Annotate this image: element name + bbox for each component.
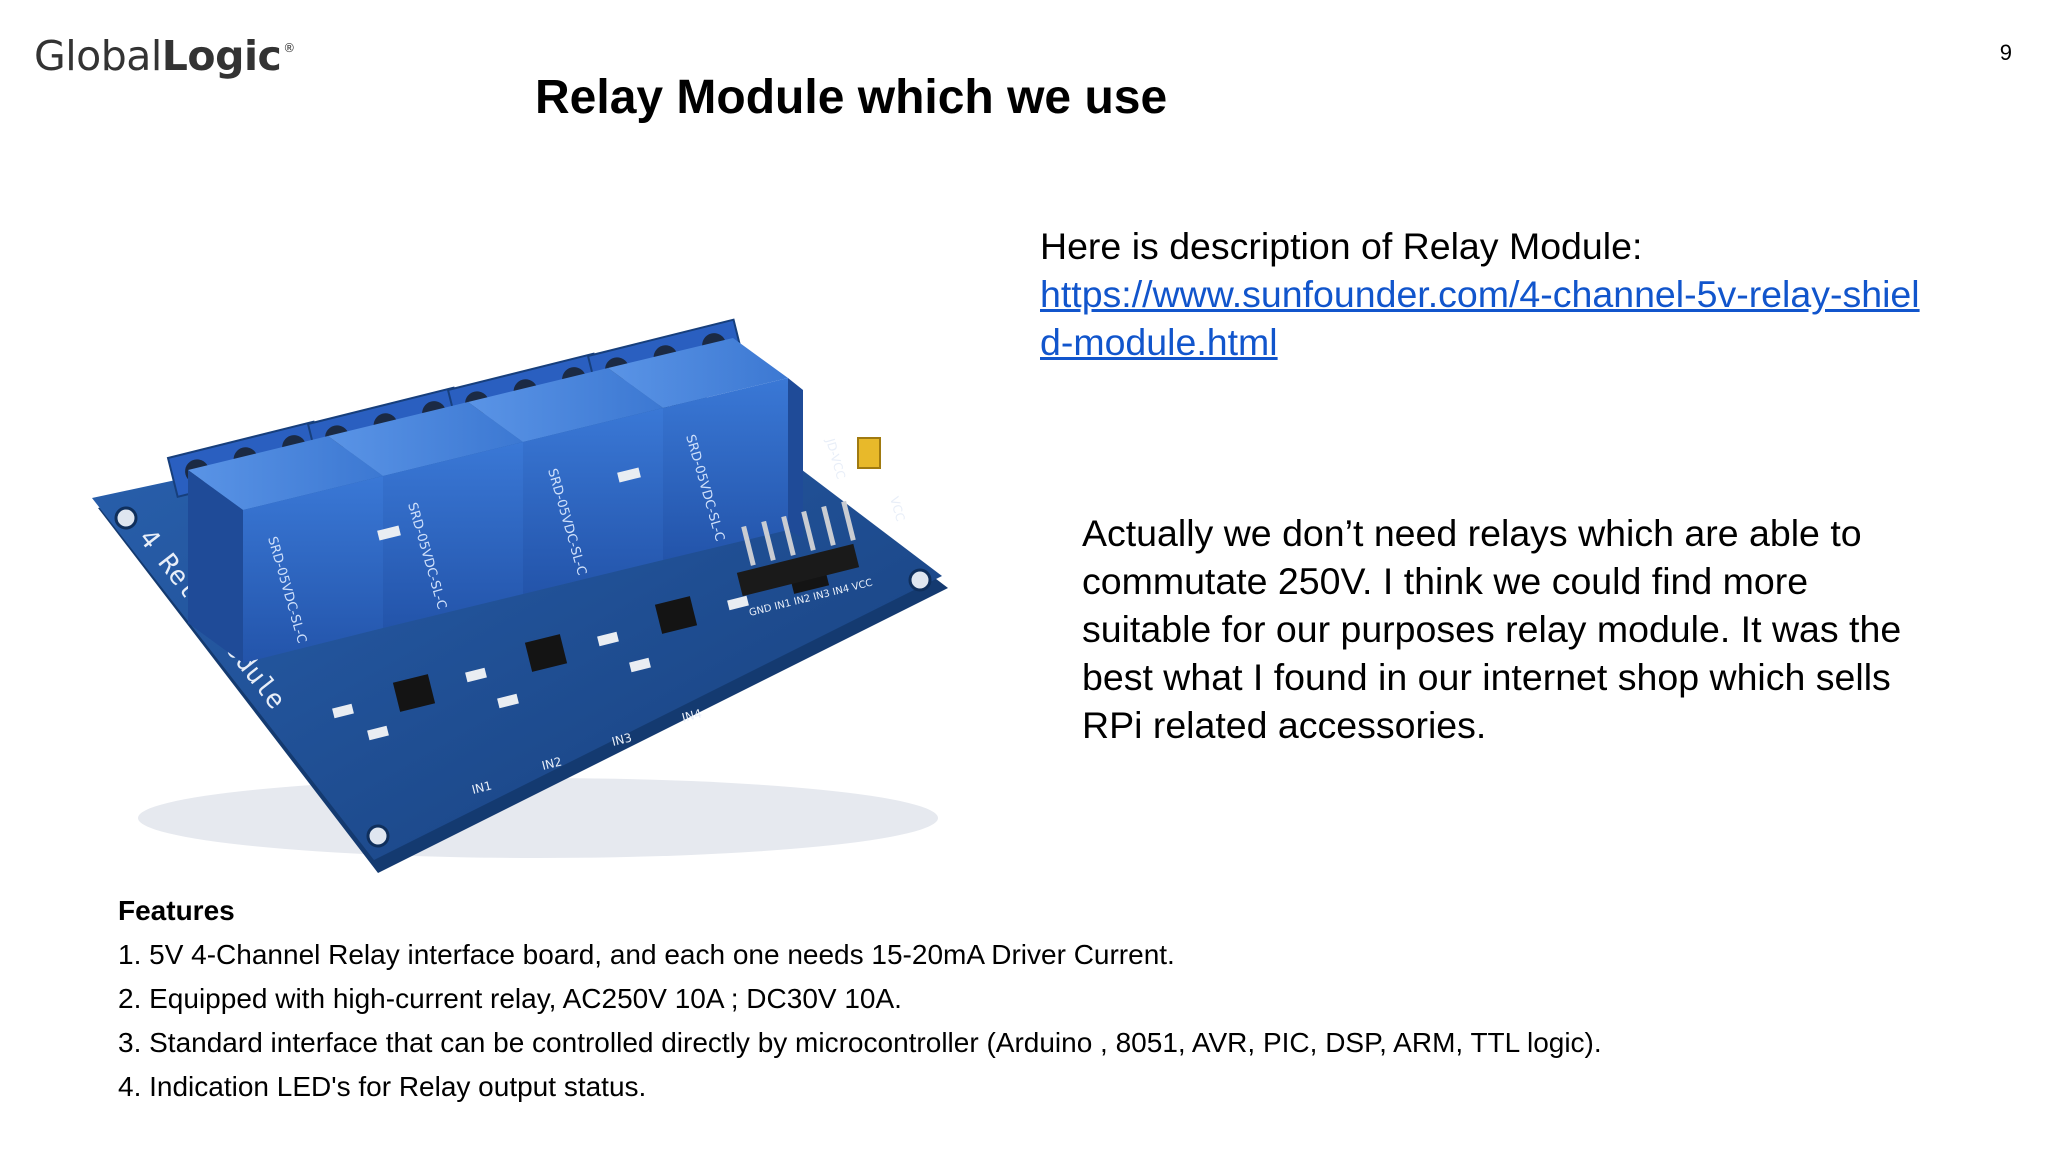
led-label-in2: IN2 bbox=[540, 754, 563, 772]
feature-item: 1. 5V 4-Channel Relay interface board, a… bbox=[118, 939, 1175, 970]
relay-module-photo: 4 Relay Module SRD-05VDC-SL-C SRD-05VDC-… bbox=[92, 318, 948, 873]
features-list: 1. 5V 4-Channel Relay interface board, a… bbox=[118, 933, 1998, 1109]
description-intro: Here is description of Relay Module: bbox=[1040, 225, 1643, 267]
led-label-in3: IN3 bbox=[610, 730, 633, 748]
feature-item: 2. Equipped with high-current relay, AC2… bbox=[118, 983, 902, 1014]
relay-note-paragraph: Actually we don’t need relays which are … bbox=[1082, 512, 1902, 746]
vcc-label: VCC bbox=[887, 495, 907, 523]
feature-item: 3. Standard interface that can be contro… bbox=[118, 1027, 1602, 1058]
relay-1: SRD-05VDC-SL-C bbox=[188, 436, 383, 663]
logo-registered-mark: ® bbox=[283, 41, 295, 55]
logo-light-text: Global bbox=[34, 32, 162, 80]
relay-2: SRD-05VDC-SL-C bbox=[328, 402, 523, 628]
relay-3: SRD-05VDC-SL-C bbox=[468, 368, 663, 594]
description-block: Here is description of Relay Module: htt… bbox=[1040, 222, 1960, 366]
led-label-in1: IN1 bbox=[470, 778, 493, 796]
features-heading: Features bbox=[118, 895, 235, 926]
slide-title: Relay Module which we use bbox=[535, 71, 1168, 124]
jumper-label: JD-VCC bbox=[823, 436, 848, 481]
smd-components bbox=[332, 467, 749, 741]
features-section: Features 1. 5V 4-Channel Relay interface… bbox=[118, 893, 1998, 1109]
relay-module-link[interactable]: https://www.sunfounder.com/4-channel-5v-… bbox=[1040, 273, 1920, 363]
led-labels: IN1 IN2 IN3 IN4 bbox=[470, 706, 703, 796]
relay-4: SRD-05VDC-SL-C bbox=[608, 338, 803, 560]
feature-item: 4. Indication LED's for Relay output sta… bbox=[118, 1071, 647, 1102]
page-number: 9 bbox=[1999, 40, 2012, 65]
led-label-in4: IN4 bbox=[680, 706, 703, 724]
logo-bold-text: Logic bbox=[161, 32, 282, 80]
